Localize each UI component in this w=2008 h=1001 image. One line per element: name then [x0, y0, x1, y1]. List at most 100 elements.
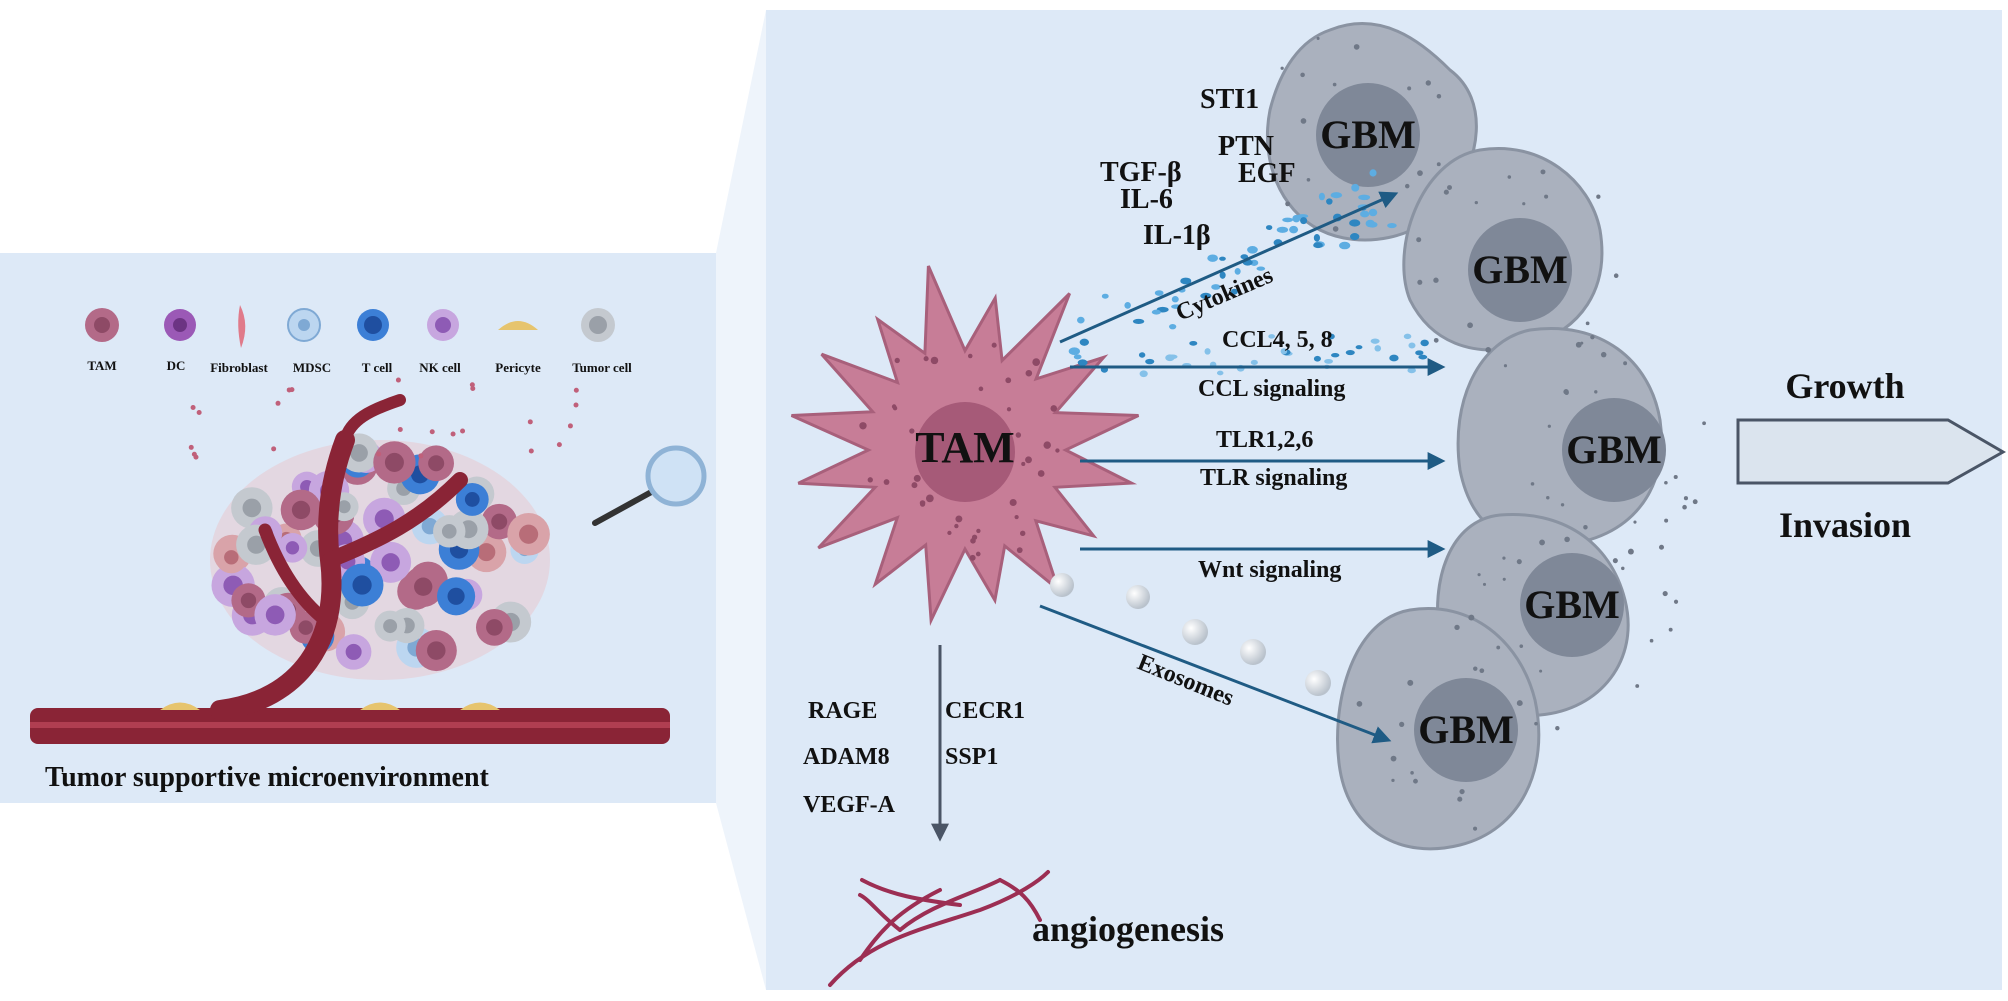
gbm-granule	[1560, 503, 1565, 507]
gbm-label: GBM	[1472, 247, 1568, 292]
cytokine-particle	[1339, 241, 1351, 250]
gbm-label: GBM	[1566, 427, 1662, 472]
tam-granule	[913, 474, 921, 482]
angio-factor: VEGF-A	[803, 792, 896, 818]
gbm-granule	[1673, 474, 1678, 480]
gbm-granule	[1459, 788, 1465, 795]
gbm-granule	[1530, 482, 1535, 486]
cytokine-particle	[1169, 323, 1177, 330]
cytokine-particle	[1358, 194, 1371, 201]
gbm-granule	[1436, 93, 1442, 99]
legend-label: DC	[167, 358, 186, 373]
cytokine-particle	[1101, 293, 1109, 299]
gbm-cluster: GBM GBM GBM GBM GBM	[1265, 22, 1706, 851]
gbm-granule	[1390, 755, 1397, 762]
gbm-granule	[1479, 668, 1485, 674]
gbm-granule	[1583, 524, 1588, 530]
tam-granule	[925, 494, 934, 503]
gbm-granule	[1502, 556, 1506, 560]
cytokine-particle	[1077, 316, 1085, 324]
tam-granule	[894, 357, 900, 364]
gbm-granule	[1612, 558, 1618, 564]
cytokine-particle	[1318, 192, 1326, 201]
cytokine-particle	[1200, 292, 1212, 299]
gbm-granule	[1507, 175, 1512, 179]
legend-label: Fibroblast	[210, 360, 268, 375]
cytokine-particle	[1351, 183, 1360, 192]
cytokine-particle	[1234, 268, 1241, 275]
ccl-particle	[1216, 370, 1224, 376]
tam-granule	[867, 477, 873, 483]
gbm-granule	[1668, 627, 1673, 632]
tam-granule	[970, 538, 976, 544]
cytokine-particle	[1219, 256, 1226, 261]
gbm-granule	[1649, 638, 1654, 643]
cytokine-particle	[1313, 242, 1323, 249]
growth-label: Growth	[1785, 366, 1904, 406]
gbm-granule	[1635, 684, 1640, 688]
cytokine-particle	[1360, 210, 1370, 218]
gbm-granule	[1332, 226, 1339, 232]
tam-granule	[909, 428, 915, 434]
gbm-granule	[1332, 82, 1337, 87]
cytokine-particle	[1068, 347, 1080, 356]
gbm-granule	[1407, 86, 1412, 91]
gbm-granule	[1454, 624, 1460, 631]
cytokine-particle	[1256, 266, 1266, 271]
ccl-particle	[1145, 358, 1155, 365]
gbm-granule	[1417, 170, 1423, 177]
tam-granule	[1025, 456, 1032, 464]
cytokine-name: IL-6	[1120, 184, 1173, 215]
ccl-particle	[1331, 352, 1340, 358]
cytokine-particle	[1219, 271, 1226, 279]
gbm-granule	[1443, 189, 1449, 195]
left-panel-title: Tumor supportive microenvironment	[45, 762, 490, 793]
tam-granule	[976, 528, 981, 534]
angiogenesis-vessels	[828, 870, 1050, 987]
tam-granule	[1016, 547, 1023, 554]
ccl-particle	[1420, 339, 1429, 347]
tam-granule	[1050, 405, 1058, 412]
tam-granule	[891, 404, 897, 409]
magnifier-icon	[592, 445, 707, 526]
cytokine-particle	[1154, 290, 1164, 296]
ccl-particle	[1204, 348, 1211, 355]
gbm-granule	[1485, 347, 1492, 353]
tam-granule	[991, 342, 997, 348]
gbm-granule	[1433, 337, 1439, 343]
gbm-granule	[1468, 614, 1475, 621]
angio-factor: ADAM8	[803, 744, 890, 770]
ccl-particle	[1407, 367, 1416, 374]
cytokine-particle	[1326, 198, 1333, 205]
nk-cell-legend-icon	[427, 309, 459, 341]
cytokine-particle	[1151, 309, 1161, 315]
gbm-granule	[1664, 480, 1668, 485]
ccl-particle	[1374, 345, 1382, 352]
cytokine-name: PTN	[1218, 131, 1274, 162]
cytokine-particle	[1276, 226, 1289, 233]
gbm-granule	[1596, 194, 1601, 199]
gbm-label: GBM	[1418, 707, 1514, 752]
tam-granule	[1055, 448, 1060, 453]
gbm-granule	[1621, 566, 1625, 571]
fibroblast-legend-icon	[238, 305, 246, 348]
angio-factor: CECR1	[945, 698, 1025, 724]
gbm-granule	[1539, 669, 1543, 673]
vessel-branch	[210, 430, 355, 720]
cytokine-particle	[1368, 208, 1378, 217]
ccl-particle	[1139, 370, 1148, 378]
gbm-granule	[1613, 273, 1619, 278]
cytokine-particle	[1124, 302, 1131, 309]
gbm-granule	[1575, 341, 1582, 348]
tumor-cell-legend-icon	[581, 308, 615, 342]
gbm-granule	[1544, 194, 1549, 199]
wnt-signaling: Wnt signaling	[1198, 557, 1341, 583]
angio-factor: RAGE	[808, 698, 877, 724]
tam-granule	[975, 551, 981, 557]
zoom-connector	[716, 10, 766, 990]
ccl-particle	[1077, 359, 1088, 366]
ccl-particle	[1313, 355, 1321, 362]
cytokine-particle	[1079, 338, 1089, 346]
tam-granule	[1021, 461, 1026, 466]
